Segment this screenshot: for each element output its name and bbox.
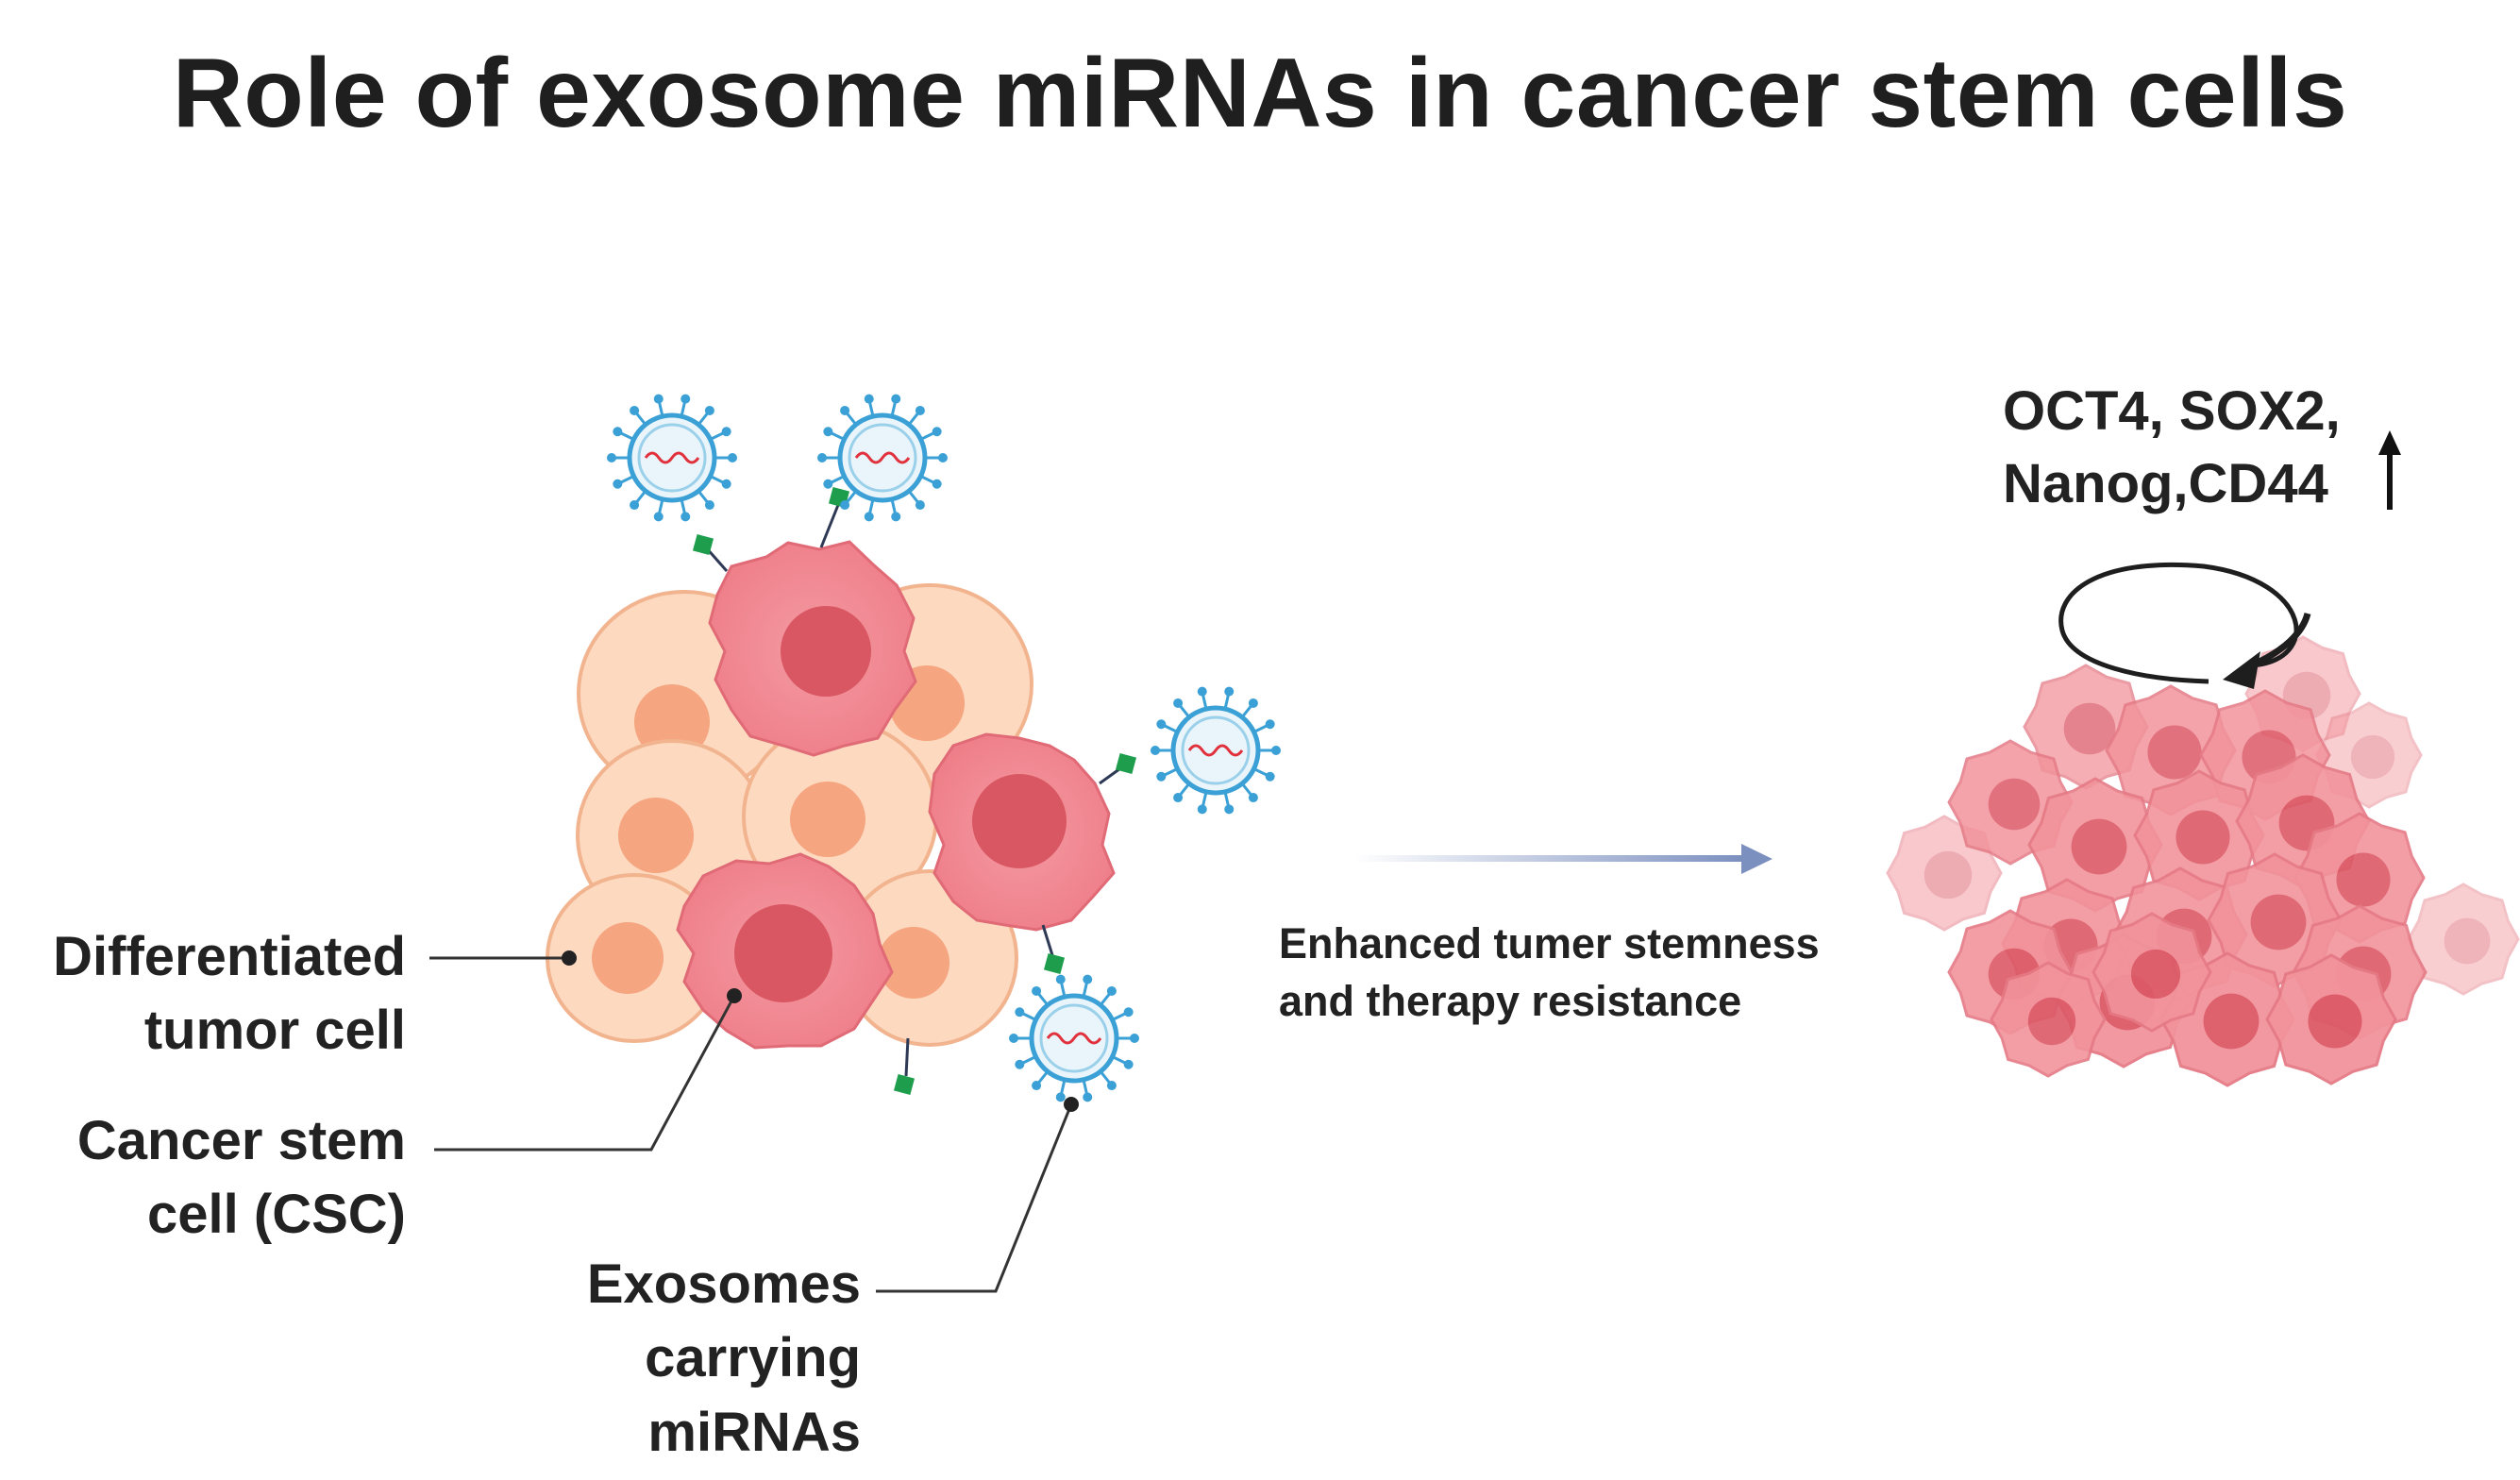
- upregulation-arrow-icon: [2378, 430, 2401, 510]
- label-markers-line1: OCT4, SOX2,: [2003, 380, 2341, 442]
- tumor-mass-icon: [1886, 635, 2520, 1087]
- label-exosomes-line3: miRNAs: [647, 1401, 861, 1463]
- receptor-icon: [692, 533, 729, 572]
- receptor-icon: [1099, 752, 1137, 785]
- label-outcome: Enhanced tumer stemness and therapy resi…: [1279, 916, 1864, 1031]
- receptor-group: [692, 486, 1137, 1096]
- cancer-stem-cell: [928, 732, 1116, 932]
- tumor-cell: [1990, 961, 2107, 1078]
- label-csc-line1: Cancer stem: [76, 1110, 406, 1171]
- label-stemness-markers: OCT4, SOX2, Nanog,CD44: [2003, 376, 2399, 520]
- page-title: Role of exosome miRNAs in cancer stem ce…: [172, 39, 2348, 148]
- label-outcome-line1: Enhanced tumer stemness: [1279, 919, 1820, 967]
- label-differentiated-line1: Differentiated: [53, 926, 406, 987]
- receptor-icon: [1041, 924, 1066, 975]
- exosome-icon: [1009, 974, 1139, 1102]
- label-differentiated-line2: tumor cell: [143, 1000, 406, 1062]
- label-cancer-stem-cell: Cancer stem cell (CSC): [19, 1104, 406, 1253]
- label-exosomes-line1: Exosomes: [586, 1253, 861, 1315]
- tumor-cell: [2027, 777, 2163, 913]
- process-arrow: [1354, 844, 1772, 874]
- label-differentiated-tumor-cell: Differentiated tumor cell: [19, 920, 406, 1068]
- leader-lines: [429, 950, 1079, 1293]
- label-outcome-line2: and therapy resistance: [1279, 976, 1742, 1025]
- label-csc-line2: cell (CSC): [147, 1184, 406, 1246]
- tumor-cell: [2407, 883, 2520, 996]
- cancer-stem-cell: [708, 540, 917, 757]
- exosome-icon: [817, 394, 948, 522]
- tumor-cell: [2265, 953, 2397, 1085]
- differentiated-cell: [546, 873, 723, 1043]
- exosome-icon: [607, 394, 737, 522]
- label-exosomes: Exosomes carrying miRNAs: [472, 1248, 861, 1470]
- receptor-icon: [819, 486, 850, 548]
- self-renewal-loop-icon: [2058, 563, 2311, 689]
- label-markers-line2: Nanog,CD44: [2003, 452, 2328, 514]
- label-exosomes-line2: carrying: [645, 1327, 861, 1389]
- exosome-group: [607, 394, 1281, 1102]
- exosome-icon: [1151, 686, 1281, 815]
- tumor-cell: [2092, 912, 2212, 1033]
- receptor-icon: [893, 1037, 916, 1096]
